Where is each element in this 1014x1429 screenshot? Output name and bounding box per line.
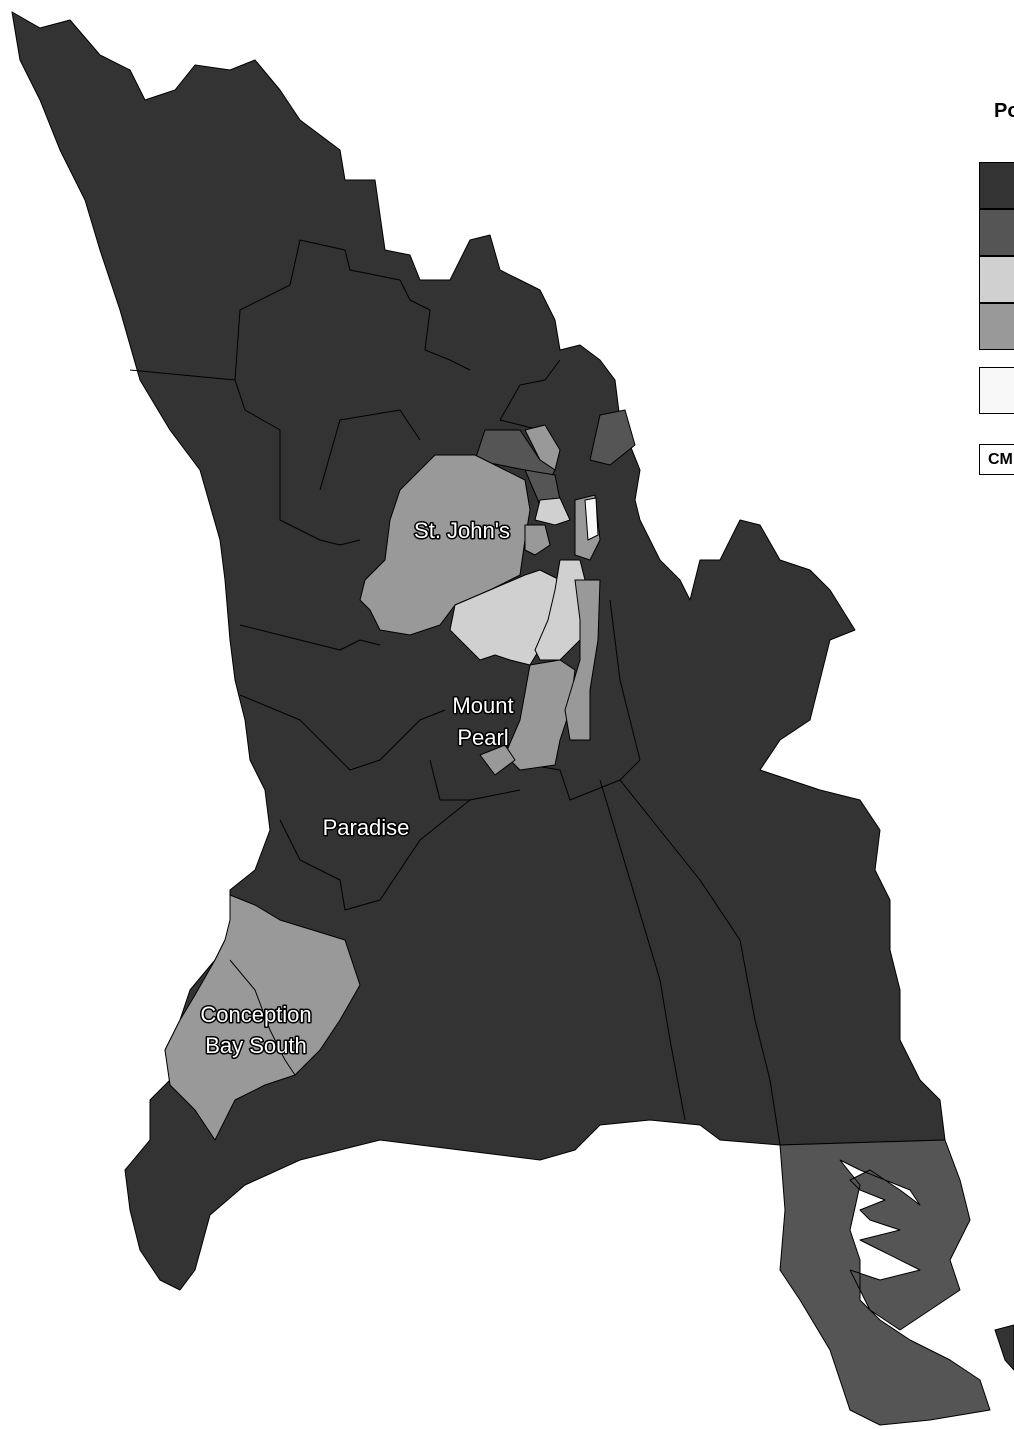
region-mount-pearl-grey [504, 659, 576, 771]
mount-pearl-label-line-1: Mount [452, 693, 513, 718]
region-central-light-b [534, 497, 571, 526]
region-strip-grey-a [564, 579, 601, 741]
boundary-conception-inner [229, 959, 296, 1076]
region-white-a [584, 497, 599, 541]
region-conception-bay-grey [164, 894, 361, 1141]
legend-swatch-class-2 [979, 209, 1014, 256]
paradise-label: Paradise [323, 815, 410, 840]
region-strip-grey-c [524, 524, 551, 556]
region-strip-grey-b [479, 744, 516, 776]
legend-cma-label: CM [979, 444, 1014, 475]
boundary-line-1 [129, 239, 781, 1146]
region-north-class2-b [589, 409, 636, 466]
legend-swatch-class-4 [979, 303, 1014, 350]
conception-bay-south-label-line-1: Conception [200, 1002, 311, 1027]
mount-pearl-label-line-2: Pearl [457, 725, 508, 750]
legend-swatch-class-1 [979, 162, 1014, 209]
region-southeast-island [994, 1324, 1014, 1371]
st-johns-label: St. John's [414, 518, 510, 543]
region-north-small-grey [524, 424, 561, 471]
legend-title: Po [994, 100, 1014, 122]
conception-bay-south-label-line-2: Bay South [205, 1033, 307, 1058]
legend-swatch-class-5 [979, 367, 1014, 414]
region-southeast-class2 [779, 1139, 991, 1426]
region-st-johns-grey [359, 454, 531, 636]
legend-swatch-class-3 [979, 256, 1014, 303]
